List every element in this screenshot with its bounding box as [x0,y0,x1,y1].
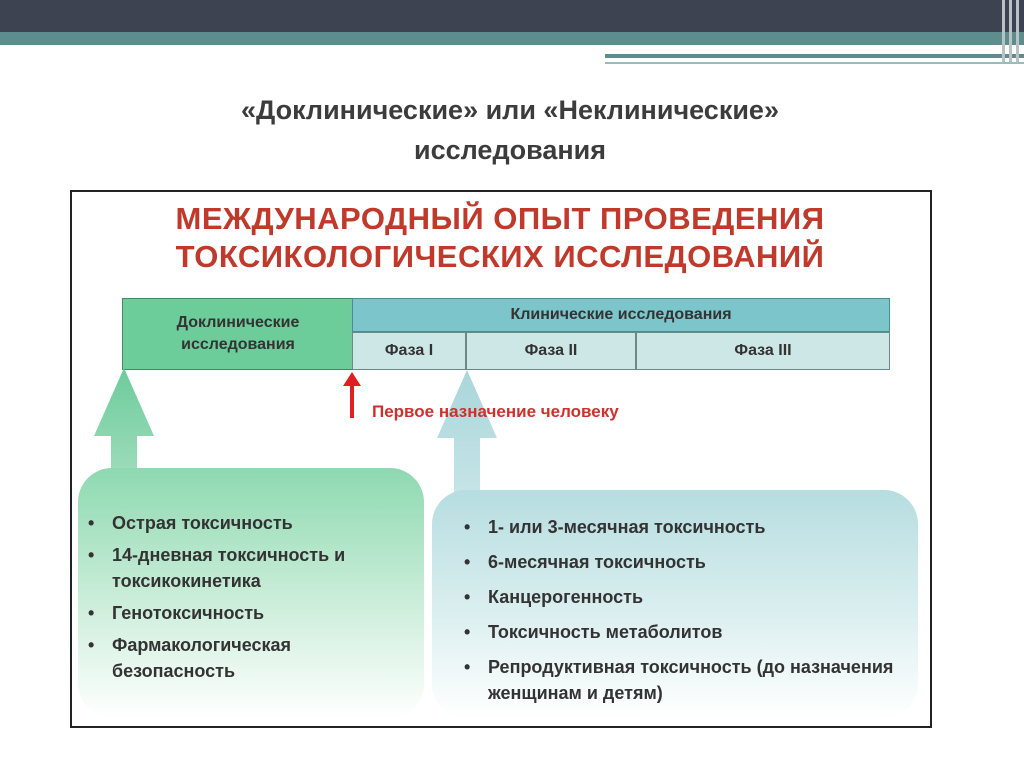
top-stripe [0,32,1024,45]
phase-label: Фаза III [734,342,792,359]
red-up-arrow [343,372,361,418]
list-item: Острая токсичность [84,510,414,536]
preclinical-label: Доклинические исследования [176,314,300,353]
slide-title-line: «Доклинические» или «Неклинические» [241,95,779,125]
deco-vbar [1016,0,1019,62]
preclinical-box: Доклинические исследования [122,298,354,370]
deco-line [605,62,1024,64]
deco-line [605,54,1024,58]
preclinical-list: Острая токсичность 14-дневная токсичност… [84,510,414,684]
slide-title-line: исследования [414,135,606,165]
deco-vbar [1009,0,1012,62]
preclinical-panel: Острая токсичность 14-дневная токсичност… [78,468,424,718]
teal-up-arrow [437,370,497,500]
list-item: 14-дневная токсичность и токсикокинетика [84,542,414,594]
phase-label: Фаза I [384,342,434,359]
list-item: 6-месячная токсичность [460,549,906,575]
diagram-heading-line: ТОКСИКОЛОГИЧЕСКИХ ИССЛЕДОВАНИЙ [175,239,825,274]
list-item: 1- или 3-месячная токсичность [460,514,906,540]
top-bar [0,0,1024,32]
list-item: Канцерогенность [460,584,906,610]
clinical-box: Клинические исследования [352,298,890,332]
first-human-label: Первое назначение человеку [372,402,619,421]
phase-label: Фаза II [524,342,578,359]
clinical-list: 1- или 3-месячная токсичность 6-месячная… [460,514,906,706]
list-item: Токсичность метаболитов [460,619,906,645]
green-up-arrow [94,368,154,478]
slide-title: «Доклинические» или «Неклинические» иссл… [120,90,900,170]
phase-2-box: Фаза II [466,332,636,370]
clinical-panel: 1- или 3-месячная токсичность 6-месячная… [432,490,918,718]
phase-1-box: Фаза I [352,332,466,370]
deco-vbar [1002,0,1005,62]
phase-3-box: Фаза III [636,332,890,370]
diagram-heading-line: МЕЖДУНАРОДНЫЙ ОПЫТ ПРОВЕДЕНИЯ [175,201,825,236]
clinical-label: Клинические исследования [510,306,732,323]
list-item: Генотоксичность [84,600,414,626]
list-item: Репродуктивная токсичность (до назначени… [460,654,906,706]
list-item: Фармакологическая безопасность [84,632,414,684]
diagram-heading: МЕЖДУНАРОДНЫЙ ОПЫТ ПРОВЕДЕНИЯ ТОКСИКОЛОГ… [80,200,920,276]
